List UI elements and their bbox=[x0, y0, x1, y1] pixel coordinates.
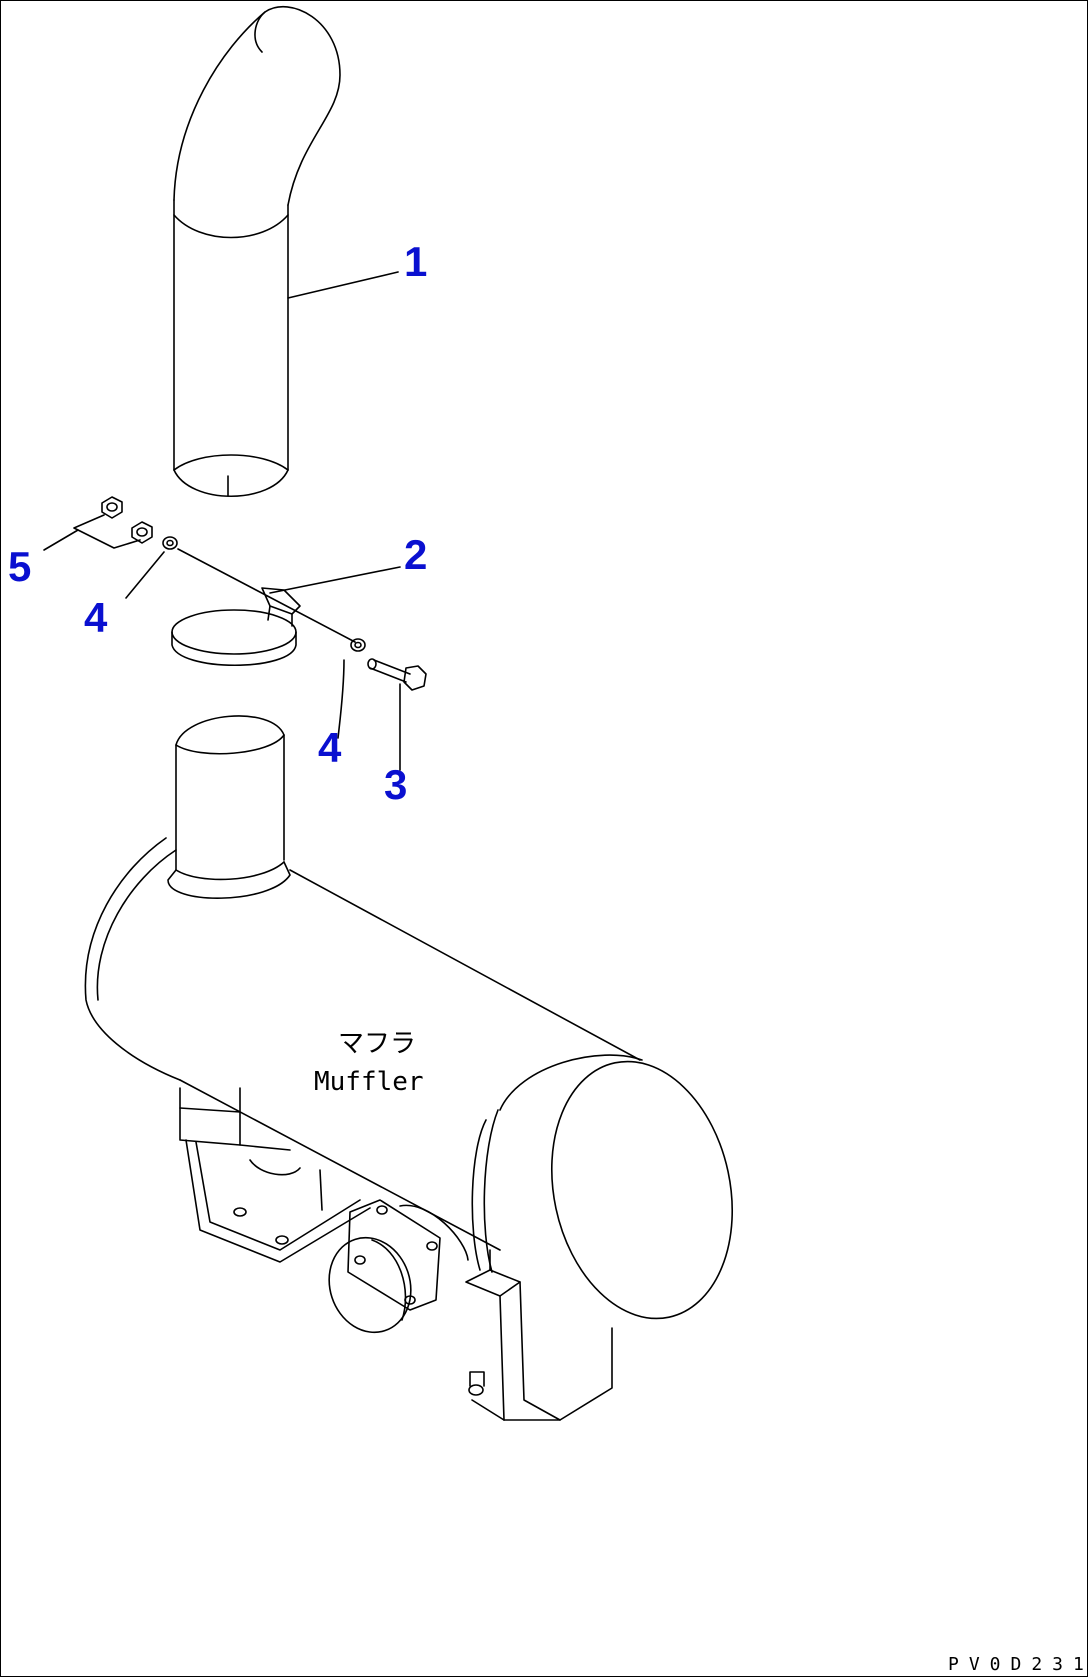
fastener-set-left bbox=[73, 496, 356, 643]
muffler-body bbox=[84, 837, 734, 1320]
clamp-band bbox=[171, 587, 301, 666]
callout-labels: 1 2 3 4 4 5 bbox=[8, 238, 427, 808]
muffler-outlet-flange bbox=[328, 1199, 469, 1334]
muffler-inlet-pipe bbox=[167, 715, 291, 899]
muffler-left-bracket bbox=[179, 1087, 371, 1263]
drawing-code: PV0D231 bbox=[948, 1654, 1090, 1675]
fastener-set-right bbox=[350, 638, 427, 691]
leader-lines bbox=[43, 271, 401, 771]
callout-2: 2 bbox=[404, 531, 427, 578]
muffler-label-japanese: マフラ bbox=[338, 1029, 416, 1059]
callout-3: 3 bbox=[384, 761, 407, 808]
muffler-label-english: Muffler bbox=[314, 1067, 424, 1097]
callout-4-left: 4 bbox=[84, 594, 108, 641]
exhaust-pipe bbox=[173, 6, 341, 497]
muffler-label: マフラ Muffler bbox=[314, 1029, 424, 1097]
callout-4-right: 4 bbox=[318, 724, 342, 771]
callout-1: 1 bbox=[404, 238, 427, 285]
muffler-right-bracket bbox=[465, 1249, 613, 1421]
callout-5: 5 bbox=[8, 543, 31, 590]
